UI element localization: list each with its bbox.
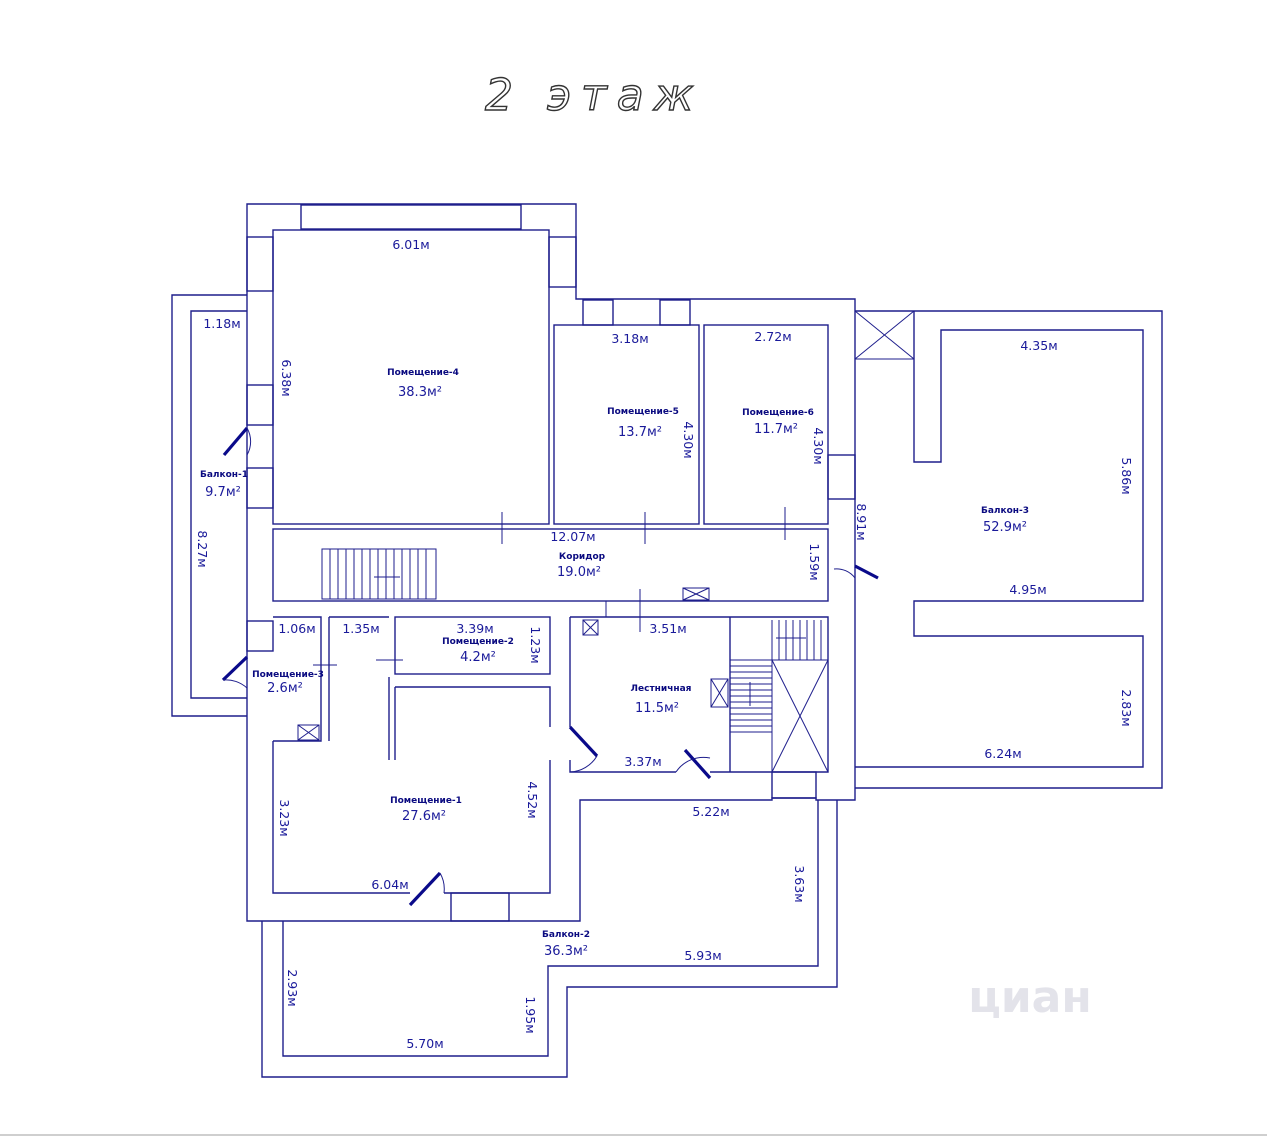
dimension-label: 4.30м xyxy=(681,421,696,458)
balcony-1-outline xyxy=(171,294,247,717)
corridor-stairs xyxy=(321,548,437,600)
dimension-label: 12.07м xyxy=(550,529,595,544)
dimension-labels: 6.01м 1.18м 6.38м 3.18м 2.72м 4.30м 4.30… xyxy=(195,237,1134,1051)
balcony-2-outline xyxy=(261,800,838,1078)
room-area: 38.3м² xyxy=(398,385,442,400)
dimension-label: 8.91м xyxy=(854,503,869,540)
room-name: Помещение-5 xyxy=(607,407,679,417)
dimension-label: 8.27м xyxy=(195,530,210,567)
dimension-label: 4.35м xyxy=(1020,338,1057,353)
room-name: Балкон-1 xyxy=(200,470,248,480)
dimension-label: 2.72м xyxy=(754,329,791,344)
room-name: Помещение-2 xyxy=(442,637,514,647)
room-area: 9.7м² xyxy=(205,485,241,500)
dimension-label: 3.18м xyxy=(611,331,648,346)
room-name: Балкон-3 xyxy=(981,506,1029,516)
room-area: 13.7м² xyxy=(618,425,662,440)
room-name: Помещение-6 xyxy=(742,408,814,418)
room-area: 11.5м² xyxy=(635,701,679,716)
watermark: циан xyxy=(968,972,1092,1023)
room-labels: Помещение-4 38.3м² Помещение-5 13.7м² По… xyxy=(200,368,1029,959)
dimension-label: 6.38м xyxy=(279,359,294,396)
dimension-label: 3.37м xyxy=(624,754,661,769)
room-name: Балкон-2 xyxy=(542,930,590,940)
dimension-label: 5.70м xyxy=(406,1036,443,1051)
room-name: Помещение-1 xyxy=(390,796,462,806)
dimension-label: 6.04м xyxy=(371,877,408,892)
dimension-label: 4.52м xyxy=(525,781,540,818)
stairwell-stairs xyxy=(730,620,829,773)
dimension-label: 1.35м xyxy=(342,621,379,636)
shafts xyxy=(297,587,729,741)
dimension-label: 1.18м xyxy=(203,316,240,331)
room-area: 36.3м² xyxy=(544,944,588,959)
room-name: Помещение-3 xyxy=(252,670,324,680)
floor-title: 2 этаж xyxy=(485,70,703,121)
dimension-label: 3.39м xyxy=(456,621,493,636)
dimension-label: 1.59м xyxy=(807,543,822,580)
room-area: 2.6м² xyxy=(267,681,303,696)
dimension-label: 2.93м xyxy=(285,969,300,1006)
dimension-label: 5.93м xyxy=(684,948,721,963)
dimension-label: 3.63м xyxy=(792,865,807,902)
room-area: 52.9м² xyxy=(983,520,1027,535)
room-area: 27.6м² xyxy=(402,809,446,824)
windows xyxy=(246,204,856,922)
room-name: Лестничная xyxy=(631,684,692,694)
dimension-label: 1.95м xyxy=(523,996,538,1033)
partition-ticks xyxy=(313,507,786,666)
dimension-label: 6.24м xyxy=(984,746,1021,761)
room-area: 11.7м² xyxy=(754,422,798,437)
dimension-label: 1.23м xyxy=(528,626,543,663)
dimension-label: 5.86м xyxy=(1119,457,1134,494)
room-area: 19.0м² xyxy=(557,565,601,580)
dimension-label: 4.30м xyxy=(811,427,826,464)
building-walls xyxy=(246,203,856,922)
doors xyxy=(221,426,879,907)
dimension-label: 6.01м xyxy=(392,237,429,252)
dimension-label: 3.23м xyxy=(277,799,292,836)
dimension-label: 4.95м xyxy=(1009,582,1046,597)
dimension-label: 1.06м xyxy=(278,621,315,636)
room-name: Помещение-4 xyxy=(387,368,459,378)
room-name: Коридор xyxy=(559,552,606,562)
dimension-label: 3.51м xyxy=(649,621,686,636)
room-area: 4.2м² xyxy=(460,650,496,665)
dimension-label: 2.83м xyxy=(1119,689,1134,726)
balcony-3-outline xyxy=(854,310,1163,789)
dimension-label: 5.22м xyxy=(692,804,729,819)
